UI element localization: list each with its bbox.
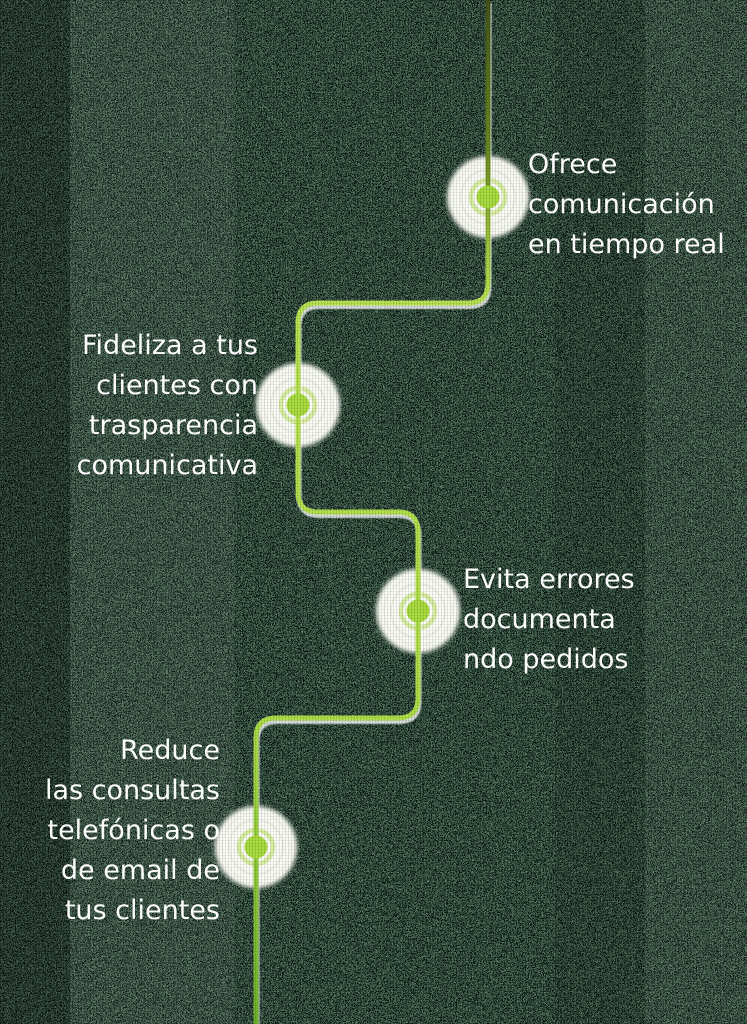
node-dots bbox=[244, 185, 500, 859]
step-1-line-1: Ofrece bbox=[528, 149, 618, 180]
step-2-line-2: clientes con bbox=[96, 370, 258, 401]
node-dot-1 bbox=[476, 185, 500, 209]
step-3-line-2: documenta bbox=[463, 604, 616, 635]
step-3-line-3: ndo pedidos bbox=[463, 644, 629, 675]
node-dot-3 bbox=[406, 599, 430, 623]
step-4-line-2: las consultas bbox=[44, 775, 220, 806]
step-1-line-2: comunicación bbox=[528, 189, 715, 220]
node-dot-4 bbox=[244, 835, 268, 859]
step-label-1: Ofrece comunicación en tiempo real bbox=[528, 145, 725, 265]
step-2-line-1: Fideliza a tus bbox=[81, 330, 258, 361]
timeline-path bbox=[253, 0, 491, 1024]
step-label-4: Reduce las consultas telefónicas o de em… bbox=[45, 731, 220, 931]
step-4-line-3: telefónicas o bbox=[47, 815, 220, 846]
step-4-line-5: tus clientes bbox=[64, 895, 220, 926]
step-4-line-4: de email de bbox=[60, 855, 220, 886]
step-label-3: Evita errores documenta ndo pedidos bbox=[463, 560, 635, 680]
node-dot-2 bbox=[286, 393, 310, 417]
step-3-line-1: Evita errores bbox=[463, 564, 635, 595]
step-2-line-4: comunicativa bbox=[76, 450, 258, 481]
step-1-line-3: en tiempo real bbox=[528, 229, 725, 260]
step-2-line-3: trasparencia bbox=[88, 410, 258, 441]
step-4-line-1: Reduce bbox=[120, 735, 220, 766]
step-label-2: Fideliza a tus clientes con trasparencia… bbox=[77, 326, 258, 486]
